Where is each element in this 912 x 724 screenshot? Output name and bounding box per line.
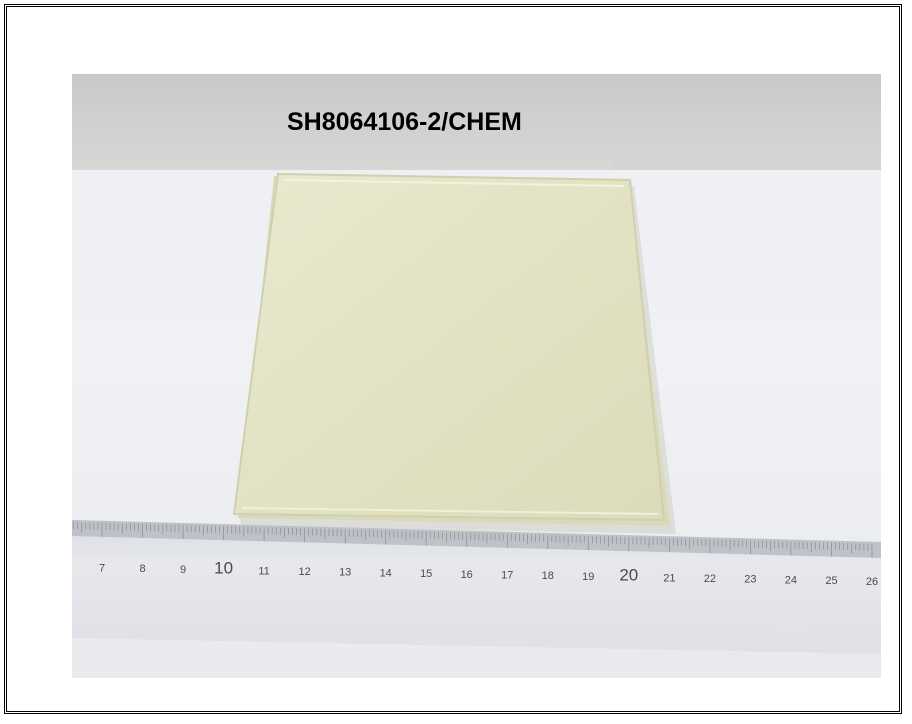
ruler-number: 18 [542,570,554,582]
outer-frame [4,4,902,714]
sample-photo: 7 8 9 10 11 12 13 14 15 16 17 18 19 20 21 22 23 24 25 26 SH… [72,74,881,678]
ruler-ticks: 7 8 9 10 11 12 13 14 15 16 17 18 19 20 21 22 23 24 25 26 [73,522,878,588]
ruler-number: 16 [461,569,473,581]
ruler-number: 25 [825,575,837,587]
sample-sheet [232,172,666,522]
ruler-number: 15 [420,568,432,580]
ruler-number: 24 [785,574,797,586]
ruler-number: 7 [99,563,105,575]
ruler-number: 17 [501,570,513,582]
ruler-number: 8 [139,563,145,575]
ruler-number: 14 [380,567,392,579]
ruler-number: 21 [663,572,675,584]
ruler-number: 12 [298,566,310,578]
sample-sheet-graphic [72,172,881,654]
ruler-brand-logo: deli [778,624,809,643]
ruler-number: 19 [582,571,594,583]
ruler-number: 13 [339,567,351,579]
ruler-number: 22 [704,573,716,585]
sample-label: SH8064106-2/CHEM [287,108,522,136]
ruler-body [72,520,881,654]
ruler-number: 10 [214,559,233,578]
ruler-number: 11 [258,565,269,577]
ruler-number: 26 [866,576,878,588]
ruler-number: 20 [619,566,638,585]
ruler-number: 23 [744,574,756,586]
ruler-number: 9 [180,564,186,576]
